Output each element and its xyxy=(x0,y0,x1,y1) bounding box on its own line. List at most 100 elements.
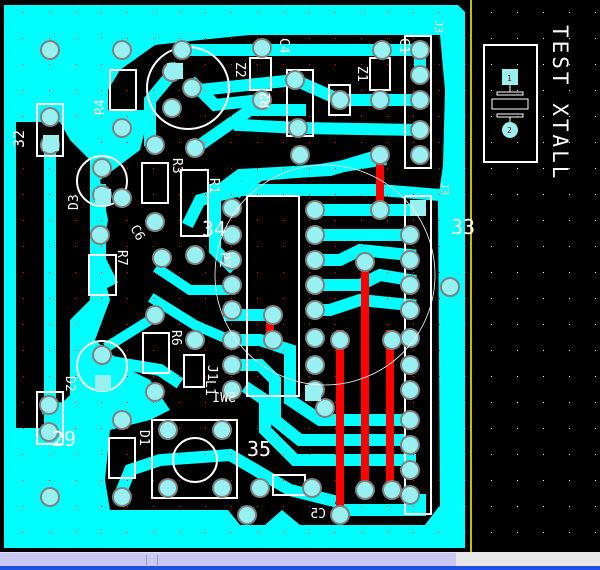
grid-dot xyxy=(153,90,154,91)
grid-dot xyxy=(439,90,440,91)
xtal-pad-2 xyxy=(502,122,518,138)
grid-dot xyxy=(205,272,206,273)
label-r1: R1 xyxy=(206,178,221,194)
grid-dot xyxy=(491,220,492,221)
pad xyxy=(402,412,418,428)
grid-dot xyxy=(179,116,180,117)
grid-dot xyxy=(491,532,492,533)
grid-dot xyxy=(75,298,76,299)
grid-dot xyxy=(543,12,544,13)
grid-dot xyxy=(387,532,388,533)
grid-dot xyxy=(153,480,154,481)
pad xyxy=(442,279,458,295)
pad xyxy=(292,147,308,163)
component-outline xyxy=(76,155,128,207)
grid-dot xyxy=(49,324,50,325)
pad xyxy=(412,42,428,58)
grid-dot xyxy=(231,90,232,91)
component-outline xyxy=(88,254,117,296)
grid-dot xyxy=(543,220,544,221)
grid-dot xyxy=(335,298,336,299)
grid-dot xyxy=(491,38,492,39)
grid-dot xyxy=(127,272,128,273)
grid-dot xyxy=(179,38,180,39)
grid-dot xyxy=(153,350,154,351)
net-label-34: 34 xyxy=(202,217,226,241)
grid-dot xyxy=(153,12,154,13)
grid-dot xyxy=(127,64,128,65)
grid-dot xyxy=(75,324,76,325)
grid-dot xyxy=(309,272,310,273)
grid-dot xyxy=(309,168,310,169)
grid-dot xyxy=(153,532,154,533)
grid-dot xyxy=(309,376,310,377)
pad xyxy=(265,307,281,323)
grid-dot xyxy=(543,506,544,507)
grid-dot xyxy=(335,402,336,403)
grid-dot xyxy=(335,480,336,481)
grid-dot xyxy=(309,220,310,221)
pad xyxy=(402,487,418,503)
grid-dot xyxy=(569,350,570,351)
grid-dot xyxy=(283,168,284,169)
grid-dot xyxy=(439,246,440,247)
component-outline xyxy=(108,437,136,479)
grid-dot xyxy=(465,38,466,39)
trace xyxy=(224,359,406,446)
grid-dot xyxy=(335,246,336,247)
trace xyxy=(103,313,157,352)
grid-dot xyxy=(413,480,414,481)
pad xyxy=(214,480,230,496)
grid-dot xyxy=(205,480,206,481)
grid-dot xyxy=(595,272,596,273)
grid-dot xyxy=(23,90,24,91)
scrollbar-thumb[interactable] xyxy=(146,555,158,565)
grid-dot xyxy=(23,220,24,221)
horizontal-scrollbar[interactable] xyxy=(0,552,456,567)
grid-dot xyxy=(49,350,50,351)
grid-dot xyxy=(283,12,284,13)
label-sw1: SW1 xyxy=(213,391,236,406)
pad xyxy=(332,507,348,523)
grid-dot xyxy=(387,402,388,403)
grid-dot xyxy=(595,532,596,533)
grid-dot xyxy=(439,454,440,455)
grid-dot xyxy=(491,168,492,169)
component-outline xyxy=(151,419,238,499)
grid-dot xyxy=(413,64,414,65)
grid-dot xyxy=(257,506,258,507)
grid-dot xyxy=(335,324,336,325)
grid-dot xyxy=(179,376,180,377)
grid-dot xyxy=(335,116,336,117)
grid-dot xyxy=(75,38,76,39)
grid-dot xyxy=(23,428,24,429)
grid-dot xyxy=(517,142,518,143)
grid-dot xyxy=(413,350,414,351)
label-c6: C6 xyxy=(127,223,148,244)
label-d2: D2 xyxy=(62,376,77,392)
grid-dot xyxy=(465,168,466,169)
pad xyxy=(114,412,130,428)
grid-dot xyxy=(179,246,180,247)
grid-dot xyxy=(387,38,388,39)
square-pad xyxy=(410,200,426,216)
trace xyxy=(309,243,417,266)
net-label-29: 29 xyxy=(52,427,76,451)
grid-dot xyxy=(413,272,414,273)
grid-dot xyxy=(569,298,570,299)
grid-dot xyxy=(283,272,284,273)
pad xyxy=(384,332,400,348)
net-label-32: 32 xyxy=(10,130,28,148)
grid-dot xyxy=(49,38,50,39)
component-outline xyxy=(404,195,432,515)
grid-dot xyxy=(231,376,232,377)
pad xyxy=(224,277,240,293)
grid-dot xyxy=(595,38,596,39)
grid-dot xyxy=(283,532,284,533)
grid-dot xyxy=(413,38,414,39)
pcb-canvas[interactable]: C4 Z2 R2 Z1 C1 J3 J3 R4 R3 R1 D3 C6 R7 P… xyxy=(0,0,600,552)
grid-dot xyxy=(283,506,284,507)
grid-dot xyxy=(257,428,258,429)
grid-dots xyxy=(23,12,596,533)
grid-dot xyxy=(361,402,362,403)
